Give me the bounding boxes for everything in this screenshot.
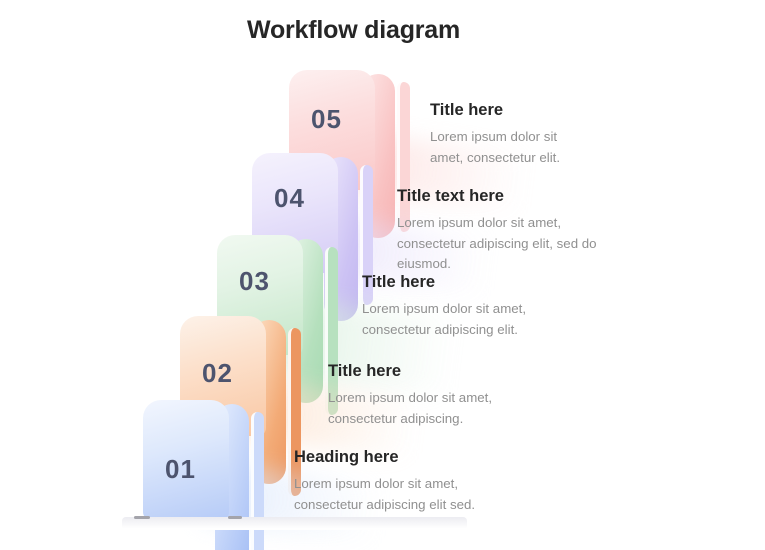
scroll-back-page <box>288 328 301 496</box>
step-description: Lorem ipsum dolor sit amet, consectetur … <box>397 215 597 272</box>
page-title: Workflow diagram <box>247 16 461 44</box>
step-number: 04 <box>274 183 305 213</box>
step-description: Lorem ipsum dolor sit amet, consectetur … <box>362 301 527 337</box>
step-text-01: Heading here Lorem ipsum dolor sit amet,… <box>294 448 489 515</box>
step-heading: Title here <box>362 273 436 291</box>
step-number: 03 <box>239 266 270 296</box>
step-number: 05 <box>311 104 342 134</box>
step-heading: Heading here <box>294 448 399 466</box>
scroll-back-page <box>325 247 338 415</box>
scroll-back-page <box>397 82 410 232</box>
step-number: 01 <box>165 454 196 484</box>
step-description: Lorem ipsum dolor sit amet, consectetur … <box>430 129 561 165</box>
step-heading: Title text here <box>397 187 504 205</box>
step-heading: Title here <box>430 101 504 119</box>
step-heading: Title here <box>328 362 402 380</box>
step-card-05: 05 <box>289 70 562 238</box>
step-number: 02 <box>202 358 233 388</box>
ground-platform <box>122 517 467 530</box>
step-text-04: Title text here Lorem ipsum dolor sit am… <box>397 187 615 275</box>
scroll-back-page <box>251 412 264 550</box>
scroll-face <box>143 400 229 520</box>
step-text-05: Title here Lorem ipsum dolor sit amet, c… <box>430 101 580 168</box>
step-text-02: Title here Lorem ipsum dolor sit amet, c… <box>328 362 506 429</box>
step-card-01: 01 <box>143 400 416 550</box>
step-text-03: Title here Lorem ipsum dolor sit amet, c… <box>362 273 540 340</box>
ground-shadow <box>228 516 242 519</box>
step-description: Lorem ipsum dolor sit amet, consectetur … <box>294 476 476 512</box>
scroll-back-page <box>360 165 373 305</box>
ground-shadow <box>134 516 150 519</box>
step-description: Lorem ipsum dolor sit amet, consectetur … <box>328 390 493 426</box>
